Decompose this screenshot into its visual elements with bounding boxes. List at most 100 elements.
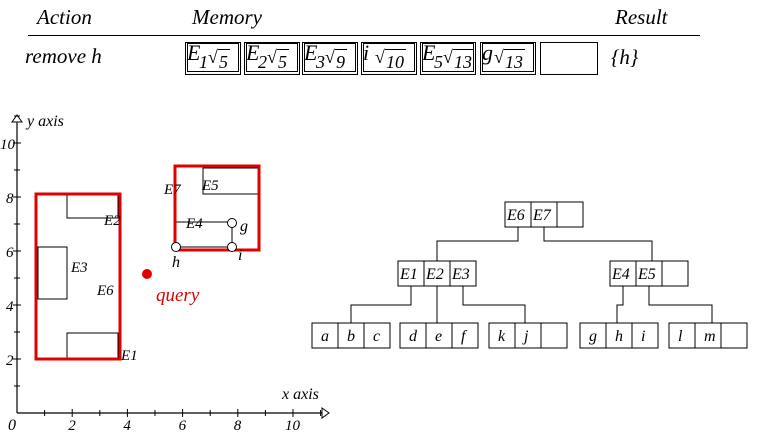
label-h: h: [172, 254, 180, 271]
memory-entry-subscript: 3: [316, 52, 325, 72]
tree-entry-label: f: [461, 328, 468, 345]
memory-entry-distance: 10: [386, 52, 404, 72]
memory-entry-label: g: [482, 40, 493, 65]
spatial-plot: 2 4 6 8 10 2 4 6 8 10 0 x axis y axis E1 E2 E3 E…: [0, 113, 330, 434]
memory-entry-label: E: [304, 40, 318, 65]
tree-entry-label: l: [678, 328, 683, 345]
x-tick-label: 8: [234, 418, 242, 434]
sqrt-icon: √: [267, 47, 277, 67]
tree-node-E6: E1 E2 E3: [397, 260, 477, 287]
tree-entry-label: e: [435, 328, 442, 345]
tree-leaf: g h i: [579, 322, 659, 349]
query-point: [142, 269, 152, 279]
memory-entry-distance: 9: [336, 52, 345, 72]
action-text: remove h: [25, 44, 102, 68]
memory-entry-distance: 13: [454, 52, 472, 72]
tree-entry-label: g: [589, 328, 597, 345]
memory-entry-distance: 13: [505, 52, 523, 72]
rect-E6: [34, 192, 122, 361]
memory-entry-label: E: [422, 40, 436, 65]
tree-entry-label: i: [641, 328, 645, 345]
x-axis-label: x axis: [281, 386, 319, 403]
header-rule: [28, 35, 700, 36]
header-action: Action: [37, 5, 92, 29]
memory-entry-distance: 5: [278, 52, 287, 72]
tree-entry-label: E5: [637, 266, 656, 283]
rect-E3: [37, 246, 68, 300]
y-tick-label: 4: [6, 299, 14, 315]
rect-E7: [173, 164, 261, 252]
header-result: Result: [615, 5, 668, 29]
tree-entry-label: a: [321, 328, 329, 345]
memory-entry-label: i: [363, 40, 370, 65]
point-g: [227, 218, 237, 228]
point-i: [227, 242, 237, 252]
query-label: query: [156, 285, 200, 306]
tree-entry-label: c: [373, 328, 380, 345]
tree-entry-label: E7: [532, 207, 552, 224]
label-E3: E3: [70, 260, 88, 276]
memory-entry-subscript: 1: [199, 52, 208, 72]
sqrt-icon: √: [208, 47, 218, 67]
x-tick-label: 2: [68, 418, 76, 434]
x-tick-label: 6: [179, 418, 187, 434]
tree-entry-label: E1: [399, 266, 418, 283]
tree-entry-label: E6: [506, 207, 525, 224]
sqrt-icon: √: [443, 47, 453, 67]
tree-entry-label: h: [615, 328, 623, 345]
tree-entry-label: E2: [425, 266, 444, 283]
memory-entry-subscript: 5: [434, 52, 443, 72]
tree-entry-label: b: [347, 328, 355, 345]
label-g: g: [240, 218, 248, 235]
memory-entry: i√10: [361, 40, 417, 75]
result-text: {h}: [611, 45, 639, 69]
x-tick-label: 4: [123, 418, 131, 434]
label-E5: E5: [201, 178, 219, 194]
memory-entry-distance: 5: [219, 52, 228, 72]
memory-entry-label: E: [246, 40, 260, 65]
tree-entry-label: d: [409, 328, 418, 345]
label-E6: E6: [96, 283, 114, 299]
memory-entry: g√13: [480, 40, 536, 75]
tree-entry-label: k: [498, 328, 506, 345]
origin-label: 0: [8, 417, 16, 434]
result-box: [540, 42, 598, 75]
rect-E1: [66, 332, 119, 359]
label-E4: E4: [185, 216, 203, 232]
tree-entry-label: m: [704, 328, 716, 345]
y-axis-arrow: [11, 114, 23, 123]
label-E2: E2: [103, 213, 121, 229]
tree-entry-label: j: [522, 328, 529, 345]
sqrt-icon: √: [494, 47, 504, 67]
y-tick-label: 6: [6, 245, 14, 261]
y-ticks: 2 4 6 8 10: [0, 115, 21, 387]
point-h: [171, 242, 181, 252]
x-ticks: 2 4 6 8 10: [44, 409, 322, 434]
y-axis-label: y axis: [25, 113, 64, 130]
tree-entry-label: E3: [451, 266, 470, 283]
x-tick-label: 10: [285, 418, 301, 434]
memory-entry-subscript: 2: [258, 52, 267, 72]
y-tick-label: 8: [6, 191, 14, 207]
label-i: i: [238, 247, 242, 264]
tree-entry-label: E4: [611, 266, 630, 283]
tree-leaf: a b c: [311, 322, 391, 349]
label-E7: E7: [163, 182, 182, 198]
label-E1: E1: [120, 348, 138, 364]
x-axis-arrow: [321, 407, 330, 419]
tree-node-E7: E4 E5: [609, 260, 689, 287]
header-memory: Memory: [192, 5, 262, 29]
memory-entry-label: E: [187, 40, 201, 65]
tree-root: E6 E7: [504, 201, 584, 228]
y-tick-label: 10: [0, 137, 16, 153]
sqrt-icon: √: [375, 47, 385, 67]
y-tick-label: 2: [6, 353, 14, 369]
